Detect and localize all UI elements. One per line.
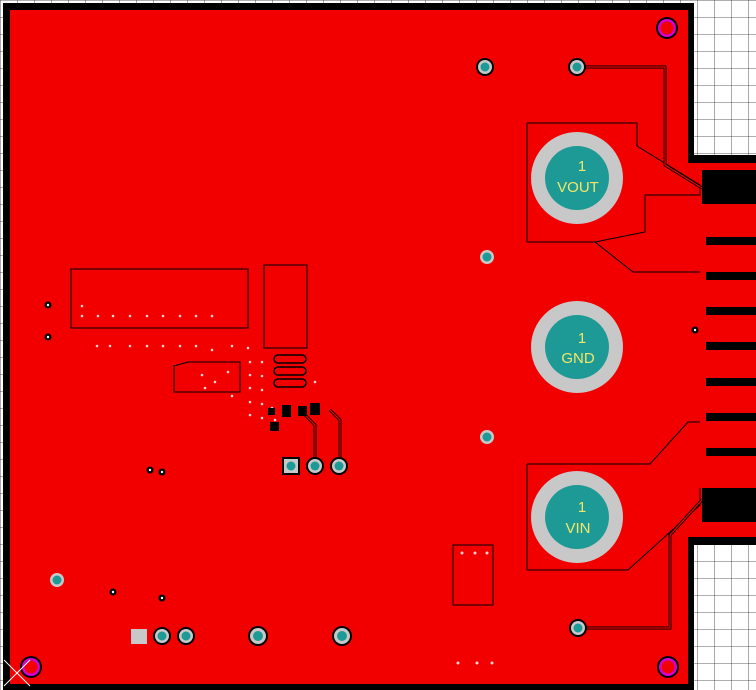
mounting-holes <box>20 17 679 678</box>
pad-net-label: VOUT <box>557 179 599 196</box>
component-outlines <box>70 264 494 606</box>
via <box>306 457 324 475</box>
board-copper-pour <box>3 3 756 690</box>
via <box>330 457 348 475</box>
through-hole-vias <box>49 58 587 646</box>
pad-net-label: VIN <box>565 520 590 537</box>
via <box>177 627 195 645</box>
inductor-outline <box>263 264 308 349</box>
mounting-hole <box>656 17 678 39</box>
ic-outline <box>173 361 241 393</box>
via <box>569 619 587 637</box>
component-outline-rect-large <box>70 268 249 329</box>
component-outline-small <box>452 544 494 606</box>
pad-vin[interactable]: 1 VIN <box>531 471 623 563</box>
copper-region-outlines <box>526 122 701 571</box>
pad-gnd[interactable]: 1 GND <box>531 301 623 393</box>
square-pads <box>131 457 300 644</box>
footprint-pad-dots <box>80 304 494 665</box>
via <box>332 626 352 646</box>
via <box>478 428 496 446</box>
via <box>476 58 494 76</box>
via <box>49 572 65 588</box>
via <box>568 58 586 76</box>
via <box>478 248 496 266</box>
smd-pads <box>268 403 320 431</box>
mounting-hole <box>657 656 679 678</box>
pad-number-label: 1 <box>578 158 586 175</box>
origin-marker-icon <box>3 659 31 687</box>
via <box>248 626 268 646</box>
edge-connector <box>702 170 756 522</box>
mounting-hole <box>20 656 42 678</box>
inductor-pads <box>273 354 307 388</box>
pad-net-label: GND <box>561 350 595 367</box>
pad-number-label: 1 <box>578 330 586 347</box>
pad-vout[interactable]: 1 VOUT <box>531 132 623 224</box>
pad-number-label: 1 <box>578 499 586 516</box>
via <box>153 627 171 645</box>
